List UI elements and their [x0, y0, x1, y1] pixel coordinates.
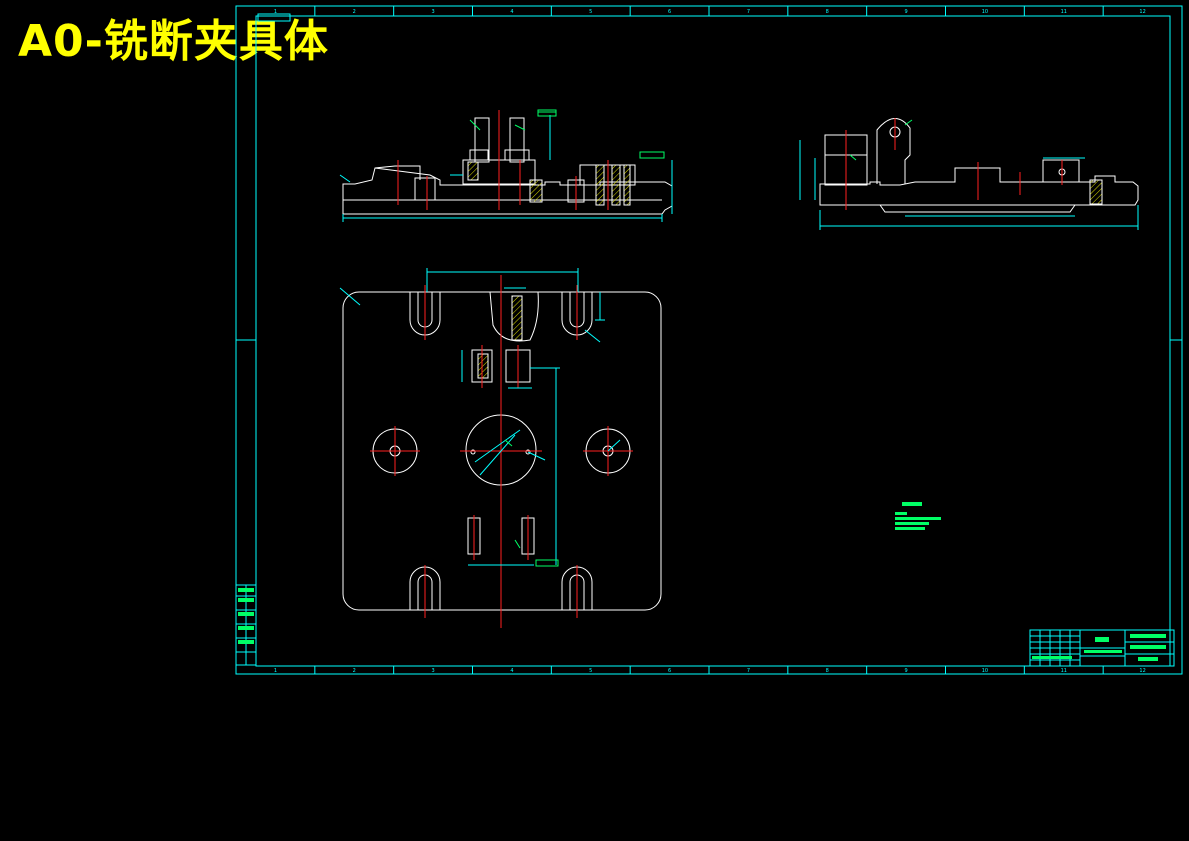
top-zone-label: 1: [274, 9, 277, 15]
top-view: [339, 268, 662, 628]
revision-strip: [235, 584, 257, 666]
top-zone-label: 6: [668, 9, 671, 15]
top-zone-label: 11: [1061, 9, 1067, 15]
bottom-zone-label: 1: [274, 668, 277, 674]
bottom-zone-label: 6: [668, 668, 671, 674]
bottom-zone-label: 4: [510, 668, 513, 674]
bottom-zone-label: 11: [1061, 668, 1067, 674]
top-zone-label: 10: [982, 9, 988, 15]
top-zone-label: 3: [431, 9, 434, 15]
side-view: [799, 118, 1139, 230]
inner-border: [255, 15, 1171, 667]
bottom-zone-label: 12: [1139, 668, 1145, 674]
drawing-title: A0-铣断夹具体: [18, 16, 329, 67]
bottom-zone-label: 2: [353, 668, 356, 674]
technical-notes: [895, 502, 941, 530]
bottom-zone-label: 8: [826, 668, 829, 674]
top-zone-label: 5: [589, 9, 592, 15]
bottom-zone-label: 7: [747, 668, 750, 674]
top-zone-label: 9: [904, 9, 907, 15]
drawing-number-box: [257, 13, 291, 22]
bottom-zone-label: 5: [589, 668, 592, 674]
bottom-zone-label: 10: [982, 668, 988, 674]
top-zone-label: 7: [747, 9, 750, 15]
bottom-zone-label: 3: [431, 668, 434, 674]
title-block: [1029, 629, 1175, 667]
top-zone-label: 4: [510, 9, 513, 15]
front-view: [339, 109, 673, 222]
bottom-zone-label: 9: [904, 668, 907, 674]
top-zone-label: 2: [353, 9, 356, 15]
top-zone-label: 12: [1139, 9, 1145, 15]
top-zone-label: 8: [826, 9, 829, 15]
zone-ticks: [314, 6, 1104, 674]
outer-border: [235, 5, 1183, 675]
